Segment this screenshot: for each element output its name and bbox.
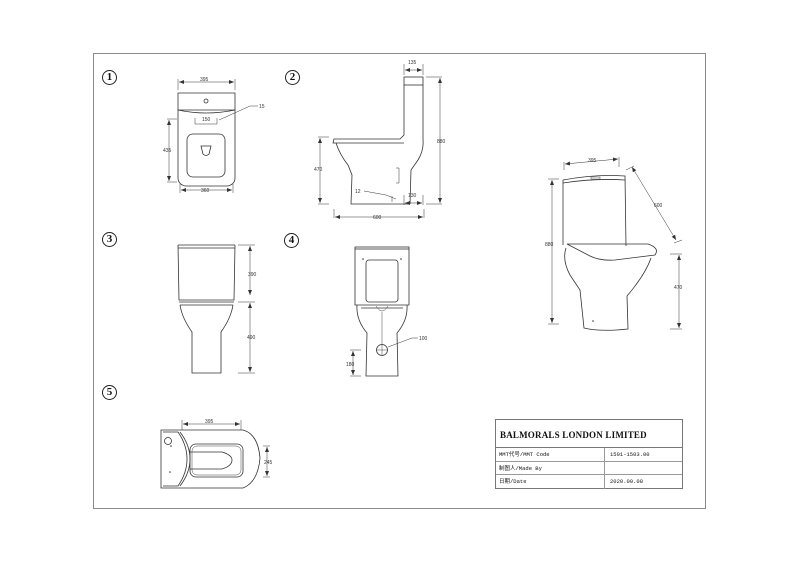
company-name: BALMORALS LONDON LIMITED [496,420,682,448]
date-label: 日期/Date [496,475,605,489]
dim-395: 395 [200,77,209,83]
view-4-rear: 100 180 [346,246,428,377]
dim-130: 130 [408,193,417,199]
view-label-2: 2 [285,70,300,85]
iso-view: 395 600 880 470 [545,157,683,331]
title-block-row-made-by: 制图人/Made By [496,461,682,475]
code-label: MMT代号/MMT Code [496,448,605,461]
dim-360: 360 [201,188,210,194]
dim-470: 470 [314,167,323,173]
view-5-bottom: 395 245 [160,419,273,489]
made-by-label: 制图人/Made By [496,461,605,474]
title-block: BALMORALS LONDON LIMITED MMT代号/MMT Code … [495,419,683,489]
made-by-value [605,462,682,475]
dim-iso-470: 470 [674,285,683,291]
view-label-3: 3 [102,232,117,247]
date-value: 2020.09.08 [610,478,644,485]
dim-390: 390 [248,272,257,278]
dim-bottom-395: 395 [205,419,214,425]
view-1-top: 395 150 15 435 360 [163,77,265,194]
title-block-row-code: MMT代号/MMT Code 1501-1503.00 [496,448,682,462]
view-2-side: 135 880 470 12 130 600 [314,60,446,221]
dim-435: 435 [163,148,172,154]
dim-100: 100 [419,336,428,342]
dim-iso-600: 600 [654,203,663,209]
drawing-frame [93,53,706,509]
dim-135: 135 [408,60,417,66]
dim-15: 15 [259,104,265,110]
dim-600: 600 [373,215,382,221]
dim-880: 880 [437,139,446,145]
dim-150: 150 [202,117,211,123]
dim-490: 490 [247,335,256,341]
dim-12: 12 [355,189,361,195]
dim-245: 245 [264,460,273,466]
code-value: 1501-1503.00 [610,451,650,458]
view-label-4: 4 [284,233,299,248]
view-label-1: 1 [102,70,117,85]
dim-180: 180 [346,362,355,368]
dim-iso-395: 395 [588,158,597,164]
view-3-front: 390 490 [177,244,257,374]
title-block-row-date: 日期/Date 2020.09.08 [496,475,682,489]
view-label-5: 5 [102,385,117,400]
dim-iso-880: 880 [545,242,554,248]
